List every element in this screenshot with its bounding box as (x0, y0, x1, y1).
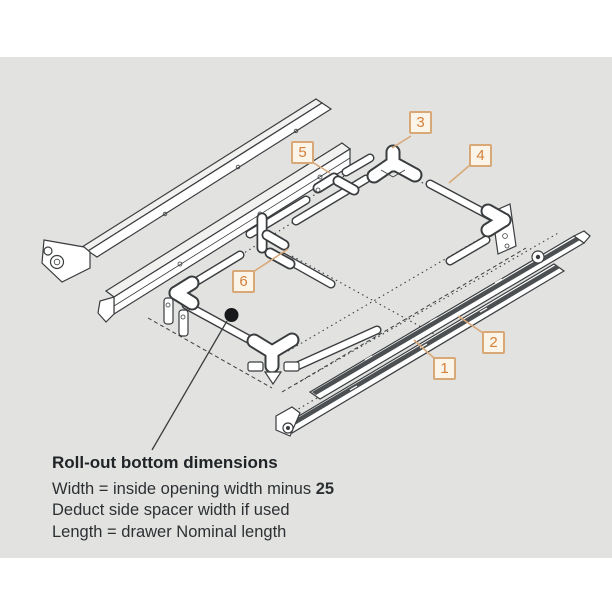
callout-dot (151, 308, 239, 451)
part-label-5: 5 (291, 141, 314, 164)
part-label-2-number: 2 (489, 334, 498, 351)
caption-width-line: Width = inside opening width minus 25 (52, 479, 392, 501)
part-label-2: 2 (482, 331, 505, 354)
corner-right (480, 203, 517, 255)
part-label-1-number: 1 (440, 360, 449, 377)
caption-block: Roll-out bottom dimensions Width = insid… (52, 452, 392, 543)
mid-connector-back (312, 172, 360, 196)
part-label-1: 1 (433, 357, 456, 380)
label-leaders (252, 135, 484, 359)
part-label-6: 6 (232, 270, 255, 293)
mid-connector-front (256, 212, 296, 270)
left-slide-pair (41, 98, 352, 323)
part-label-3: 3 (409, 111, 432, 134)
corner-bottom (246, 332, 300, 386)
part-label-4: 4 (469, 144, 492, 167)
caption-title: Roll-out bottom dimensions (52, 453, 278, 472)
corner-elbow-top (366, 144, 423, 184)
part-label-5-number: 5 (298, 144, 307, 161)
caption-width-prefix: Width = inside opening width minus (52, 479, 316, 498)
caption-length-line: Length = drawer Nominal length (52, 522, 287, 541)
part-label-6-number: 6 (239, 273, 248, 290)
corner-left (163, 275, 200, 337)
part-label-3-number: 3 (416, 114, 425, 131)
rollout-frame (147, 144, 527, 393)
caption-width-value: 25 (315, 479, 335, 498)
part-label-4-number: 4 (476, 147, 485, 164)
caption-deduct-line: Deduct side spacer width if used (52, 501, 290, 519)
